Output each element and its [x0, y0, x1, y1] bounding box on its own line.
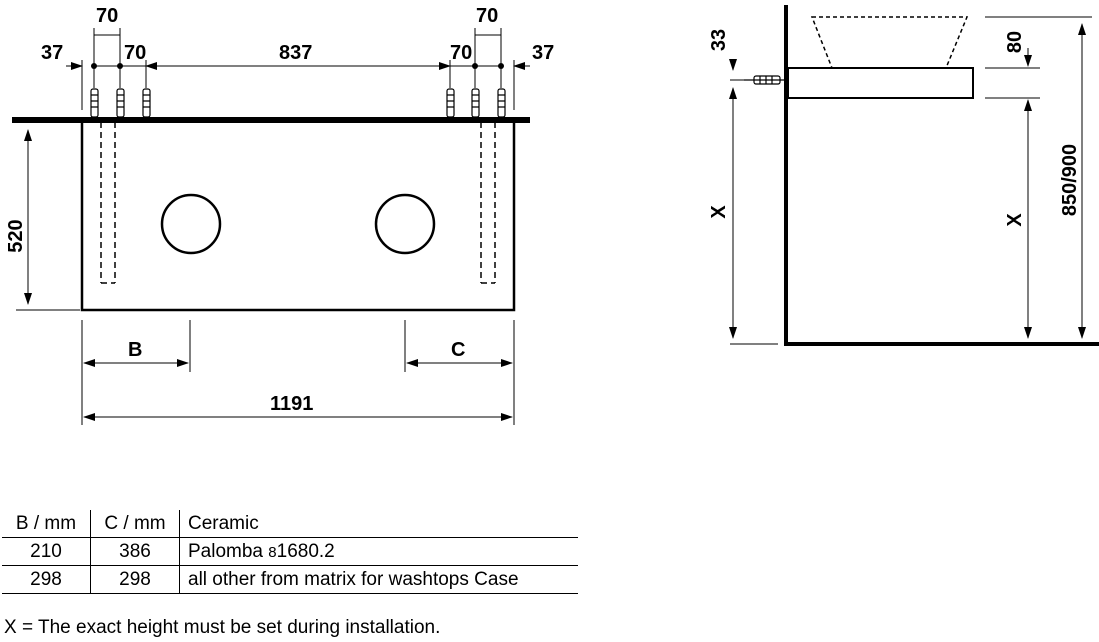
product-code-prefix: 8 [268, 543, 277, 561]
dim-left-top-70: 70 [96, 5, 118, 27]
table-cell-c: 386 [90, 537, 180, 566]
dim-lines-bottom [81, 320, 515, 425]
table-header-ceramic: Ceramic [179, 510, 578, 538]
table-header-row: B / mm C / mm Ceramic [2, 510, 578, 538]
dim-height-520: 520 [5, 219, 27, 252]
dim-right-top-70: 70 [476, 5, 498, 27]
dim-lines-top [66, 34, 530, 70]
table-cell-c: 298 [90, 565, 180, 594]
knob-left-icon [160, 193, 222, 255]
table-cell-b: 210 [2, 537, 91, 566]
cabinet-body [80, 118, 516, 312]
table-cell-b: 298 [2, 565, 91, 594]
dim-x-right: X [1004, 213, 1026, 227]
table-header-c: C / mm [90, 510, 180, 538]
table-header-b: B / mm [2, 510, 91, 538]
dim-left-edge-37: 37 [41, 42, 63, 64]
dim-center-837: 837 [279, 42, 312, 64]
table-row: 298 298 all other from matrix for washto… [2, 565, 578, 594]
dim-line-height-520 [16, 121, 80, 311]
dim-right-edge-37: 37 [532, 42, 554, 64]
dim-right-mid-70: 70 [450, 42, 472, 64]
installation-footnote: X = The exact height must be set during … [4, 617, 441, 638]
table-cell-ceramic: all other from matrix for washtops Case [179, 565, 578, 594]
product-name: Palomba [188, 540, 263, 562]
dim-offset-33: 33 [708, 29, 730, 51]
dim-x-left: X [708, 205, 730, 219]
dimension-table: B / mm C / mm Ceramic 210 386 Palomba 81… [2, 510, 578, 594]
dim-height-850-900: 850/900 [1059, 144, 1081, 216]
basin-bowl-icon [810, 16, 969, 69]
dim-thickness-80: 80 [1004, 31, 1026, 53]
wall-plug-icons [90, 88, 506, 118]
dim-width-1191: 1191 [270, 393, 313, 415]
knob-right-icon [374, 193, 436, 255]
countertop-slab [787, 67, 974, 99]
side-view [729, 5, 1099, 346]
table-cell-ceramic: Palomba 81680.2 [179, 537, 578, 566]
front-view [12, 28, 530, 425]
extension-lines-top [81, 28, 515, 110]
table-row: 210 386 Palomba 81680.2 [2, 537, 578, 566]
side-extension-lines [730, 16, 1092, 345]
hidden-drain-pipes [100, 122, 496, 284]
dim-c-label: C [451, 339, 465, 361]
product-code: 1680.2 [276, 540, 335, 562]
dim-b-label: B [128, 339, 142, 361]
dim-left-mid-70: 70 [124, 42, 146, 64]
